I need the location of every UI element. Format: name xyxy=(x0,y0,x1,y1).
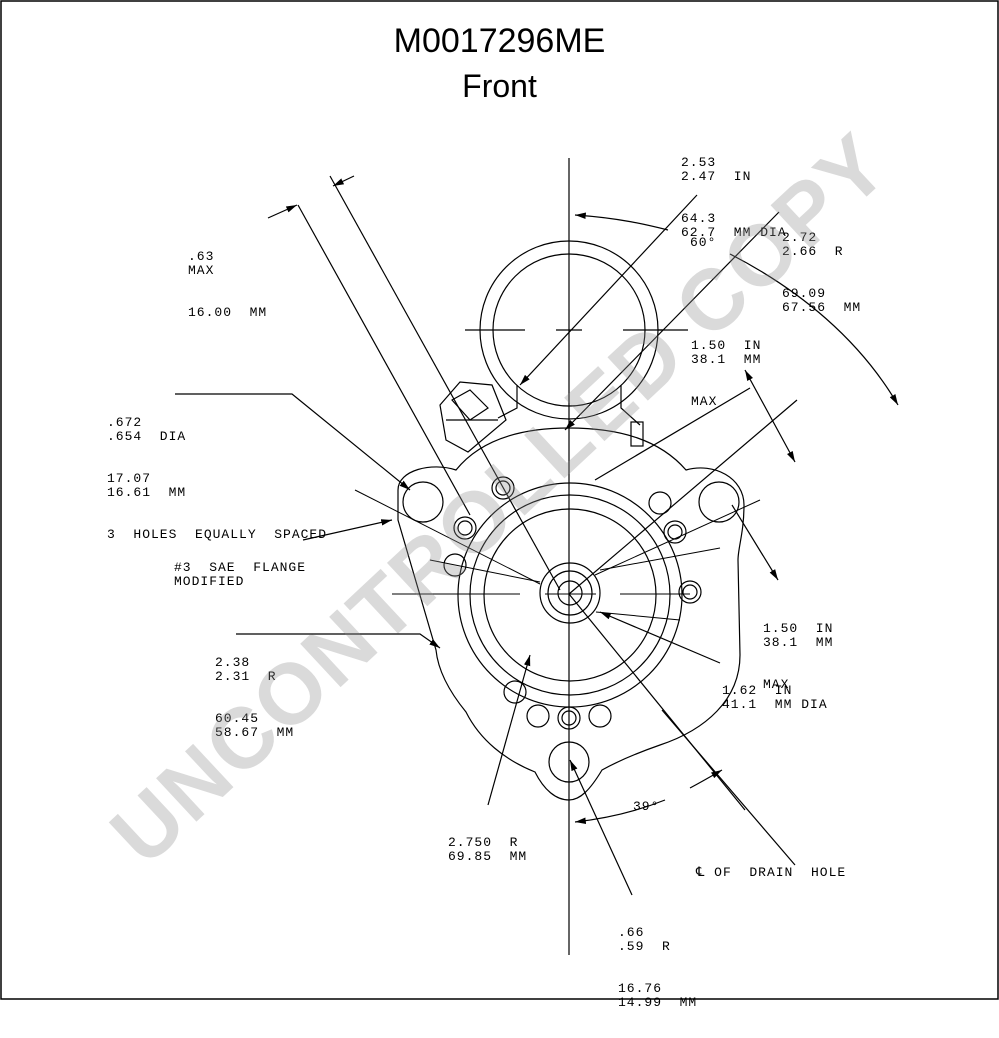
shaft-boss-outer xyxy=(539,562,601,624)
leader-drain-hole xyxy=(661,709,796,866)
label-drain-hole: ℄ OF DRAIN HOLE xyxy=(696,865,847,880)
mounting-hole-bottom xyxy=(548,741,590,783)
terminal-stud xyxy=(439,381,507,453)
shaft-boss xyxy=(547,570,593,616)
angle-60-arc xyxy=(574,212,669,231)
leader-r-272 xyxy=(564,211,780,431)
leader-r-66 xyxy=(569,759,633,896)
hole-centerlines xyxy=(354,489,761,621)
drawing-subtitle: Front xyxy=(462,68,537,104)
dim-150-right-ext xyxy=(731,504,779,581)
angle-39-arc-right xyxy=(689,769,723,789)
leader-dia-253 xyxy=(519,194,698,386)
label-angle-39: 39° xyxy=(633,799,660,814)
dim-63-ext-a xyxy=(297,204,471,516)
angle-60-arc-right xyxy=(729,253,899,406)
dim-63-arrow-a xyxy=(267,204,298,219)
dim-63-ext-b xyxy=(329,175,561,591)
shaft-inner xyxy=(557,580,583,606)
pilot-inner-circle xyxy=(483,508,657,682)
leader-r-238 xyxy=(236,633,441,649)
pilot-circle xyxy=(469,494,671,696)
dim-63-arrow-b xyxy=(332,175,355,187)
angle-39-leg xyxy=(568,593,746,811)
sheet-border xyxy=(0,0,999,1000)
mounting-hole-left xyxy=(402,481,444,523)
dim-150-right xyxy=(744,369,796,463)
connector-tab xyxy=(630,421,644,447)
leader-sae-flange xyxy=(302,519,393,541)
angle-39-arc xyxy=(574,799,666,824)
leader-r-2750 xyxy=(487,654,531,806)
label-angle-60: 60° xyxy=(690,235,717,250)
flange-housing-outline xyxy=(397,427,745,801)
mounting-hole-right xyxy=(698,481,740,523)
leader-dia-162 xyxy=(599,611,721,664)
drawing-title: M0017296ME xyxy=(393,22,606,60)
leader-holes-672 xyxy=(175,393,411,491)
starter-front-view-drawing xyxy=(0,0,999,1000)
